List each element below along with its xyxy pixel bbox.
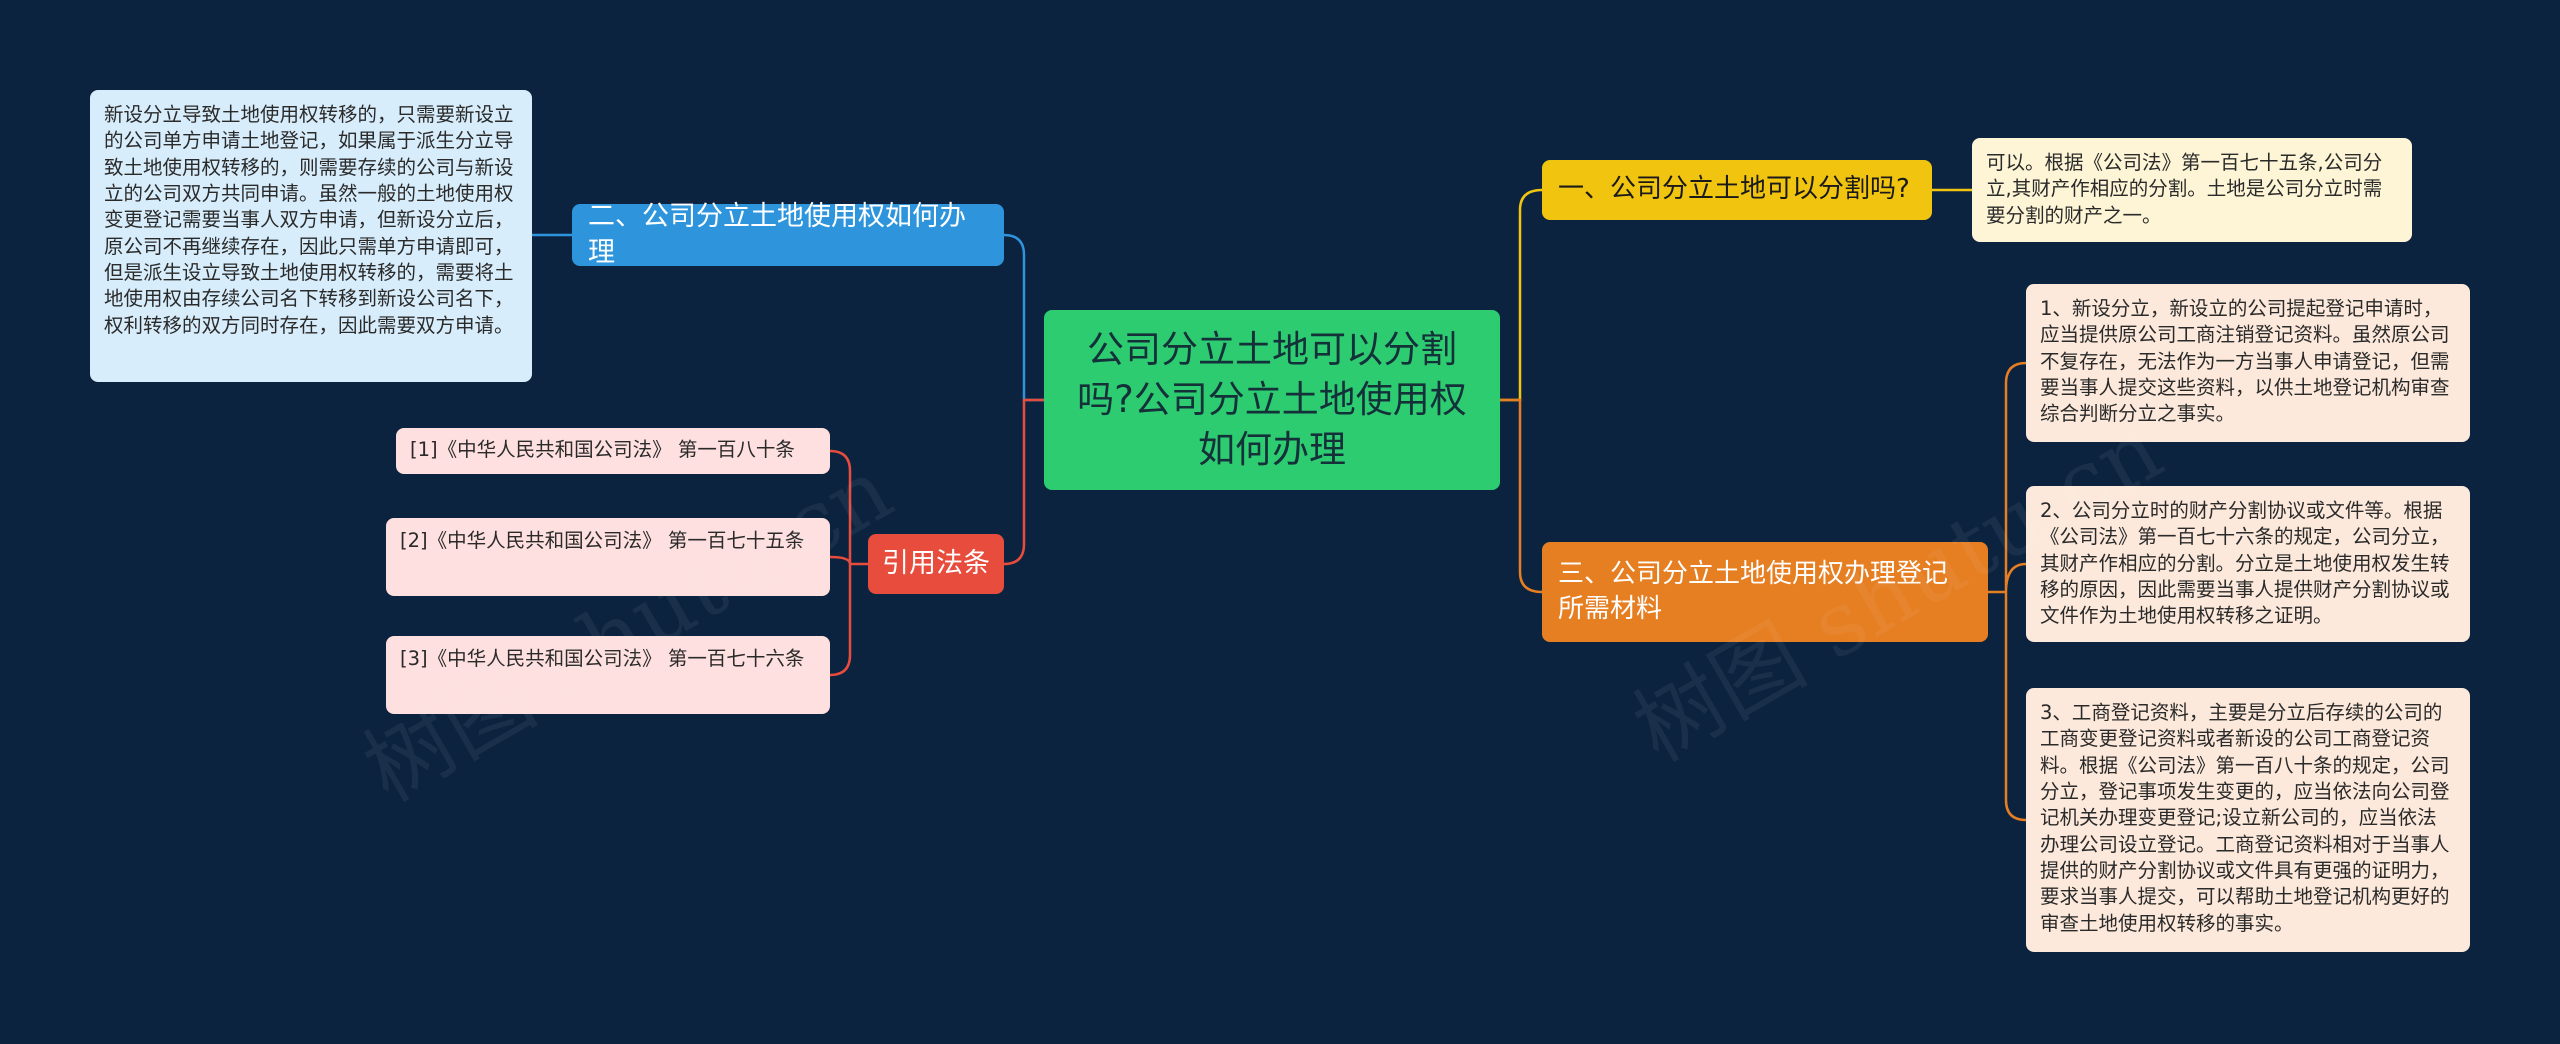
branch-1-label: 一、公司分立土地可以分割吗? xyxy=(1558,174,1910,205)
branch-topic-1[interactable]: 一、公司分立土地可以分割吗? xyxy=(1542,160,1932,220)
branch-topic-3[interactable]: 三、公司分立土地使用权办理登记所需材料 xyxy=(1542,542,1988,642)
link-center-b2 xyxy=(1003,233,1044,402)
link-b4-leaves xyxy=(829,449,868,677)
leaf-node[interactable]: 可以。根据《公司法》第一百七十五条,公司分立,其财产作相应的分割。土地是公司分立… xyxy=(1972,138,2412,242)
branch-3-label: 三、公司分立土地使用权办理登记所需材料 xyxy=(1558,558,1949,624)
leaf-node[interactable]: 1、新设分立，新设立的公司提起登记申请时，应当提供原公司工商注销登记资料。虽然原… xyxy=(2026,284,2470,442)
link-center-b4 xyxy=(1003,398,1044,566)
leaf-node[interactable]: 新设分立导致土地使用权转移的，只需要新设立的公司单方申请土地登记，如果属于派生分… xyxy=(90,90,532,382)
leaf-node[interactable]: 2、公司分立时的财产分割协议或文件等。根据《公司法》第一百七十六条的规定，公司分… xyxy=(2026,486,2470,642)
citation-node[interactable]: [3]《中华人民共和国公司法》 第一百七十六条 xyxy=(386,636,830,714)
link-center-b3 xyxy=(1500,398,1543,594)
central-topic[interactable]: 公司分立土地可以分割吗?公司分立土地使用权如何办理 xyxy=(1044,310,1500,490)
central-topic-label: 公司分立土地可以分割吗?公司分立土地使用权如何办理 xyxy=(1077,328,1467,471)
branch-2-label: 二、公司分立土地使用权如何办理 xyxy=(588,200,966,268)
citation-node[interactable]: [1]《中华人民共和国公司法》 第一百八十条 xyxy=(396,428,830,474)
branch-citations-label: 引用法条 xyxy=(882,547,990,579)
branch-topic-citations[interactable]: 引用法条 xyxy=(868,534,1004,594)
link-center-b1 xyxy=(1500,188,1543,402)
branch-topic-2[interactable]: 二、公司分立土地使用权如何办理 xyxy=(572,201,1004,268)
leaf-node[interactable]: 3、工商登记资料，主要是分立后存续的公司的工商变更登记资料或者新设的公司工商登记… xyxy=(2026,688,2470,952)
citation-node[interactable]: [2]《中华人民共和国公司法》 第一百七十五条 xyxy=(386,518,830,596)
link-b3-leaves xyxy=(1988,361,2027,822)
